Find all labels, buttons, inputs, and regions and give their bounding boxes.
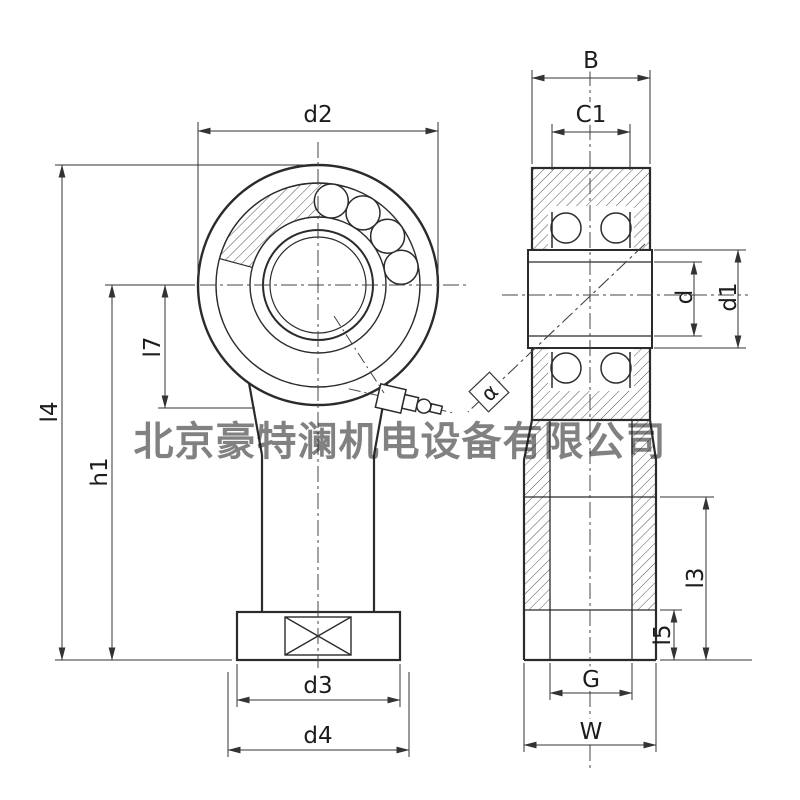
race-hatch-sector	[218, 182, 328, 269]
dim-label-l3: l3	[683, 567, 709, 588]
ball	[600, 352, 632, 384]
shank-hatch-right	[632, 420, 656, 610]
dim-label-d2: d2	[303, 102, 332, 128]
dim-label-B: B	[583, 48, 599, 74]
grease-fitting	[348, 382, 455, 415]
dim-label-d4: d4	[303, 723, 332, 749]
dim-label-C1: C1	[576, 102, 607, 128]
ball-row-top	[550, 212, 632, 248]
dim-label-W: W	[580, 719, 603, 745]
dim-label-l5: l5	[650, 624, 676, 645]
dim-label-G: G	[582, 667, 600, 693]
dim-label-l4: l4	[37, 401, 63, 422]
watermark: 北京豪特澜机电设备有限公司	[134, 419, 667, 465]
ball-row-front	[313, 183, 419, 286]
ball	[550, 352, 582, 384]
dim-label-d: d	[672, 290, 698, 305]
ball	[345, 195, 381, 231]
dim-label-l7: l7	[140, 336, 166, 357]
ball	[550, 212, 582, 244]
dimension-annotations	[55, 70, 752, 757]
shank-side	[522, 419, 658, 662]
ball	[600, 212, 632, 244]
dim-label-d1: d1	[716, 282, 742, 311]
front-view	[196, 163, 455, 662]
ball	[383, 249, 419, 286]
ball-row-bottom	[550, 352, 632, 388]
centerlines	[200, 70, 748, 770]
ball	[313, 183, 350, 219]
dimension-labels: d2 l4 h1 l7 d3 d4 B C1 d d1 l3 l5 G W	[37, 45, 742, 753]
dim-label-d3: d3	[303, 673, 332, 699]
side-view: α	[467, 166, 658, 662]
shank-hatch-left	[524, 420, 550, 610]
dim-label-h1: h1	[87, 457, 113, 486]
ball	[369, 218, 406, 254]
alpha-callout: α	[468, 371, 510, 413]
lube-passage-centerline	[333, 315, 385, 394]
